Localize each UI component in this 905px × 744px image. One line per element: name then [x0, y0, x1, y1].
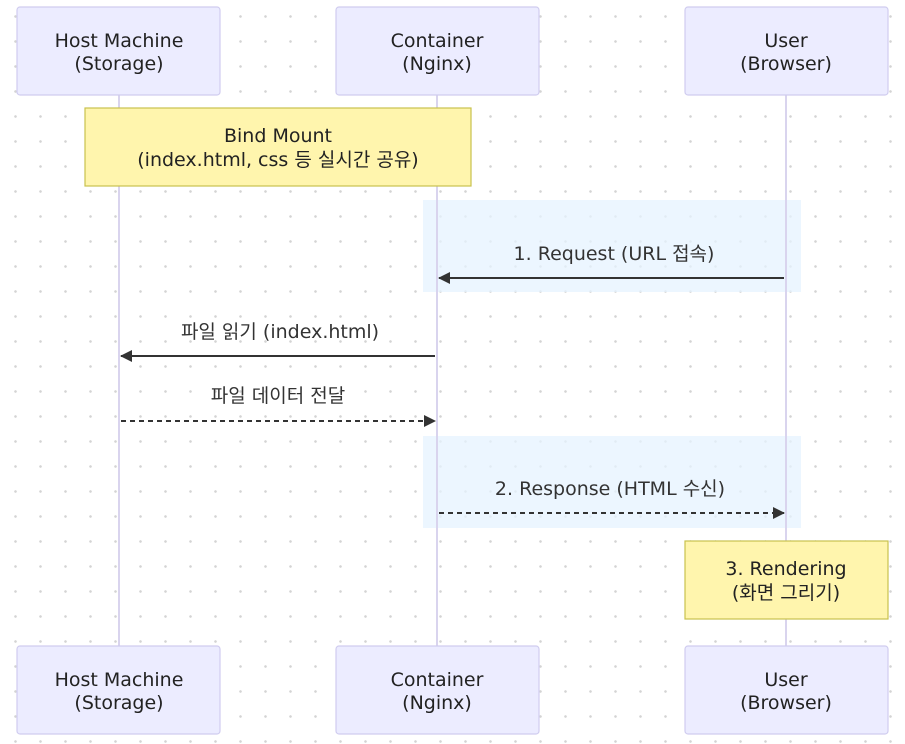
actor-container-bottom: Container (Nginx) [335, 645, 540, 735]
note-rendering-detail: (화면 그리기) [732, 582, 840, 604]
actor-user-role: (Browser) [740, 692, 832, 714]
note-rendering-title: 3. Rendering [725, 558, 846, 580]
message-read-file-label: 파일 읽기 (index.html) [181, 321, 379, 343]
message-read-file: 파일 읽기 (index.html) [120, 321, 435, 362]
actor-user-top: User (Browser) [684, 6, 889, 96]
note-bind-mount: Bind Mount (index.html, css 등 실시간 공유) [84, 107, 472, 187]
actor-user-name: User [764, 30, 807, 52]
actor-host-name: Host Machine [55, 669, 184, 691]
actor-host-bottom: Host Machine (Storage) [16, 645, 221, 735]
actor-container-name: Container [391, 669, 484, 691]
actor-host-name: Host Machine [55, 30, 184, 52]
actor-container-role: (Nginx) [402, 692, 472, 714]
actor-container-top: Container (Nginx) [335, 6, 540, 96]
actor-user-name: User [764, 669, 807, 691]
note-bind-mount-title: Bind Mount [224, 125, 332, 147]
highlight-request-region [423, 200, 801, 292]
note-bind-mount-detail: (index.html, css 등 실시간 공유) [137, 149, 418, 171]
actor-host-role: (Storage) [74, 692, 163, 714]
actor-container-name: Container [391, 30, 484, 52]
note-rendering: 3. Rendering (화면 그리기) [684, 540, 889, 620]
message-deliver-data-label: 파일 데이터 전달 [211, 385, 345, 407]
actor-host-role: (Storage) [74, 53, 163, 75]
actor-host-top: Host Machine (Storage) [16, 6, 221, 96]
message-response-label: 2. Response (HTML 수신) [495, 478, 725, 500]
actor-container-role: (Nginx) [402, 53, 472, 75]
actor-user-bottom: User (Browser) [684, 645, 889, 735]
message-request: 1. Request (URL 접속) [438, 243, 784, 284]
actor-user-role: (Browser) [740, 53, 832, 75]
message-request-label: 1. Request (URL 접속) [514, 243, 715, 265]
message-deliver-data: 파일 데이터 전달 [121, 385, 436, 427]
message-response: 2. Response (HTML 수신) [439, 478, 785, 519]
